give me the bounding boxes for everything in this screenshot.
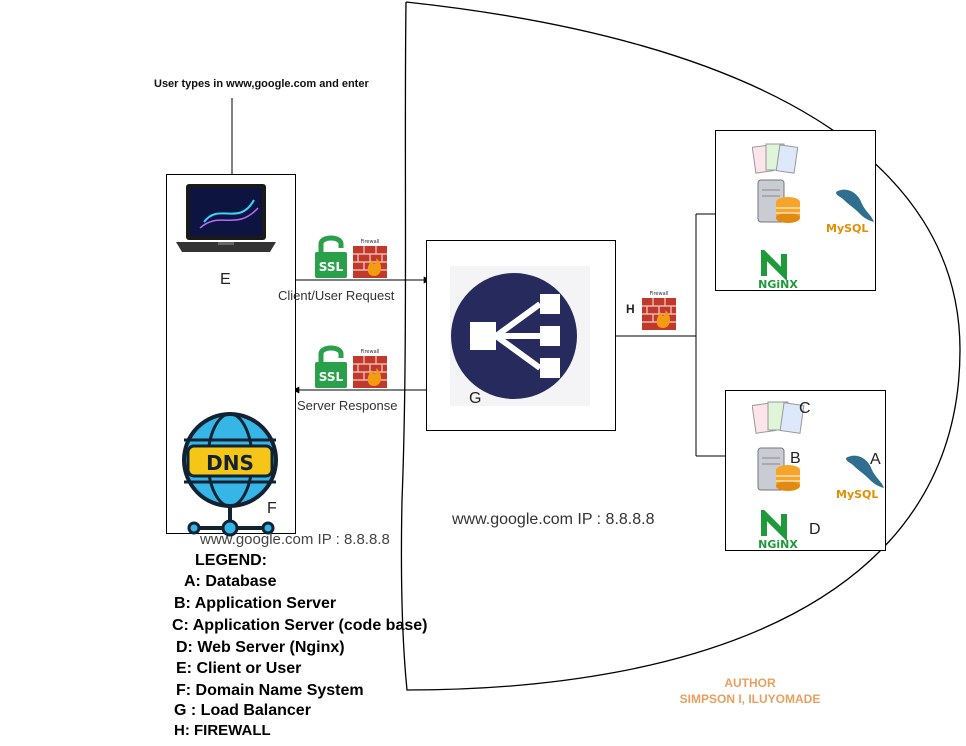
svg-text:SSL: SSL (319, 260, 344, 274)
svg-text:SSL: SSL (319, 370, 344, 384)
code-files-icon-2 (751, 400, 808, 445)
app-server-icon-1 (756, 178, 802, 231)
mysql-icon-1: MySQL (824, 182, 878, 241)
nginx-icon-1: NGiNX (750, 246, 806, 295)
app-server-icon-2 (756, 446, 802, 499)
label-e: E (220, 271, 231, 288)
label-f: F (267, 500, 277, 517)
mysql-icon-2: MySQL (834, 448, 888, 507)
firewall-icon-response: Firewall (352, 346, 388, 388)
label-b: B (790, 450, 801, 467)
legend-item: E: Client or User (176, 660, 302, 677)
server-response-label: Server Response (297, 398, 398, 413)
svg-text:Firewall: Firewall (361, 349, 380, 355)
laptop-icon (174, 182, 278, 267)
load-balancer-icon (450, 266, 590, 411)
svg-text:MySQL: MySQL (826, 222, 868, 235)
label-g: G (469, 390, 482, 407)
ip-label-center: www.google.com IP : 8.8.8.8 (452, 511, 655, 528)
ssl-lock-icon-request: SSL (314, 232, 348, 278)
author-name: SIMPSON I, ILUYOMADE (679, 692, 821, 706)
legend-item: H: FIREWALL (174, 722, 271, 739)
dns-text: DNS (206, 451, 254, 475)
label-d: D (809, 521, 821, 538)
label-h: H (626, 302, 635, 316)
author-label: AUTHOR (724, 676, 776, 690)
firewall-icon-request: Firewall (352, 236, 388, 278)
ip-label-left: www.google.com IP : 8.8.8.8 (200, 531, 390, 548)
dns-globe-icon: DNS (180, 410, 284, 547)
legend-item: G : Load Balancer (174, 702, 311, 719)
ssl-lock-icon-response: SSL (314, 342, 348, 388)
nginx-icon-2: NGiNX (750, 506, 806, 555)
legend-item: B: Application Server (174, 595, 337, 612)
legend-item: D: Web Server (Nginx) (176, 639, 345, 656)
svg-text:MySQL: MySQL (836, 488, 878, 501)
svg-text:Firewall: Firewall (361, 239, 380, 245)
legend-item: C: Application Server (code base) (172, 617, 428, 634)
svg-text:NGiNX: NGiNX (758, 278, 798, 290)
code-files-icon-1 (751, 142, 800, 183)
svg-text:Firewall: Firewall (650, 291, 669, 297)
user-action-note: User types in www,google.com and enter (154, 78, 369, 90)
firewall-icon-h: Firewall (641, 288, 677, 330)
legend-item: F: Domain Name System (176, 682, 364, 699)
label-c: C (799, 400, 811, 417)
label-a: A (870, 451, 881, 468)
svg-text:NGiNX: NGiNX (758, 538, 798, 550)
client-request-label: Client/User Request (278, 288, 395, 303)
legend-item: A: Database (184, 573, 277, 590)
legend-title: LEGEND: (195, 552, 267, 569)
